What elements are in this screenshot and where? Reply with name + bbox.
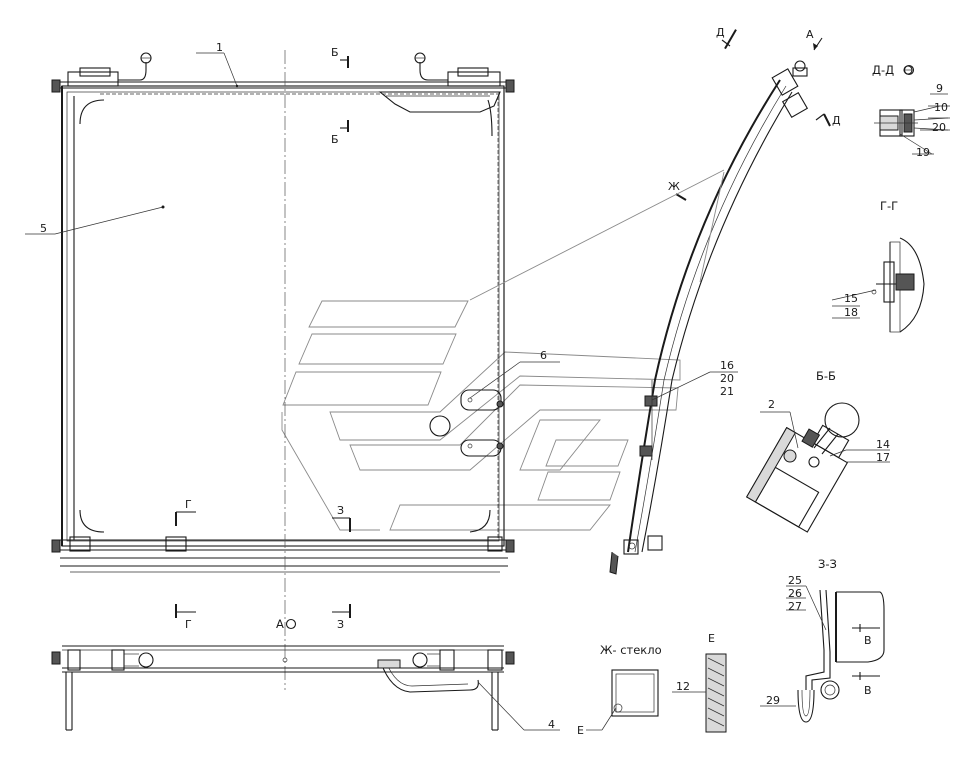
section-g-bottom: Г (185, 618, 192, 631)
view-title-bb: Б-Б (816, 369, 836, 383)
detail-zz (760, 585, 885, 723)
section-zh: Ж (668, 180, 680, 193)
view-title-a: А (276, 617, 284, 631)
callout-2: 2 (768, 398, 775, 411)
callout-texts: 1 5 6 4 16 20 21 9 10 20 19 15 18 2 14 1… (40, 26, 948, 737)
callout-29: 29 (766, 694, 780, 707)
section-d-top: Д (716, 26, 725, 39)
callout-6: 6 (540, 349, 547, 362)
section-b-top: Б (331, 46, 339, 59)
detail-bb (745, 402, 890, 533)
view-title-zz: З-З (818, 557, 837, 571)
callout-5: 5 (40, 222, 47, 235)
callout-9: 9 (936, 82, 943, 95)
callout-26: 26 (788, 587, 802, 600)
section-g-top: Г (185, 498, 192, 511)
watermark-logo (281, 300, 681, 531)
arrow-a-label: А (806, 28, 814, 41)
callout-17: 17 (876, 451, 890, 464)
side-view (469, 29, 831, 575)
callout-18: 18 (844, 306, 858, 319)
callout-21: 21 (720, 385, 734, 398)
callout-4: 4 (548, 718, 555, 731)
callout-20b: 20 (932, 121, 946, 134)
section-z-bottom: З (337, 618, 344, 631)
front-view (25, 50, 560, 690)
section-z-top: З (337, 504, 344, 517)
callout-1: 1 (216, 41, 223, 54)
view-title-dd: Д-Д (872, 63, 894, 77)
section-d-bottom: Д (832, 114, 841, 127)
detail-dd (874, 65, 950, 155)
detail-zh-e (586, 653, 727, 733)
view-title-gg: Г-Г (880, 199, 898, 213)
callout-12: 12 (676, 680, 690, 693)
rotation-symbols (285, 64, 915, 630)
callout-25: 25 (788, 574, 802, 587)
section-e-bottom: Е (577, 724, 584, 737)
section-v-top: В (864, 634, 872, 647)
section-v-bottom: В (864, 684, 872, 697)
plan-view (51, 645, 560, 731)
callout-10: 10 (934, 101, 948, 114)
callout-20a: 20 (720, 372, 734, 385)
callout-19: 19 (916, 146, 930, 159)
section-b-bottom: Б (331, 133, 339, 146)
callout-15: 15 (844, 292, 858, 305)
view-title-zh-glass: Ж- стекло (600, 643, 662, 657)
callout-27: 27 (788, 600, 802, 613)
callout-14: 14 (876, 438, 890, 451)
detail-gg (831, 237, 925, 333)
callout-16: 16 (720, 359, 734, 372)
section-e-top: Е (708, 632, 715, 645)
